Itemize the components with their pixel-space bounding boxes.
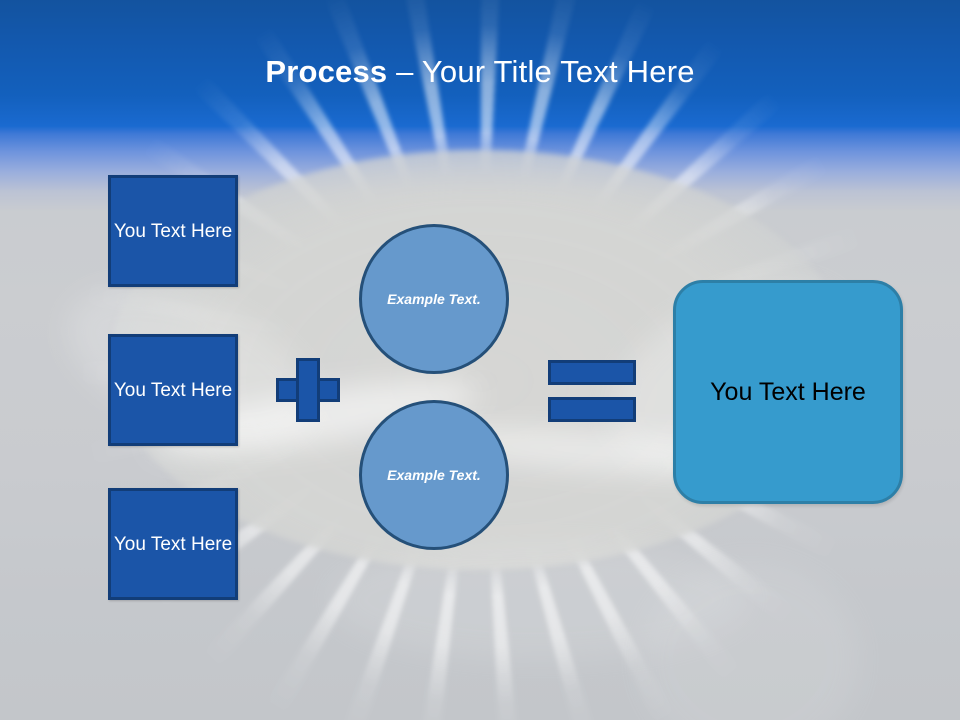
- input-box-3[interactable]: You Text Here: [108, 488, 238, 600]
- slide-title: Process – Your Title Text Here: [0, 52, 960, 92]
- input-box-1[interactable]: You Text Here: [108, 175, 238, 287]
- input-box-2[interactable]: You Text Here: [108, 334, 238, 446]
- result-box-label: You Text Here: [710, 378, 866, 406]
- background-wisp: [330, 540, 750, 660]
- example-circle-2-label: Example Text.: [387, 467, 481, 483]
- example-circle-1-label: Example Text.: [387, 291, 481, 307]
- slide-title-strong: Process: [265, 54, 388, 89]
- plus-icon-center-patch: [299, 381, 317, 399]
- example-circle-2[interactable]: Example Text.: [359, 400, 509, 550]
- background-wisp: [640, 560, 860, 720]
- equals-icon-top-bar: [548, 360, 636, 385]
- example-circle-1[interactable]: Example Text.: [359, 224, 509, 374]
- input-box-2-label: You Text Here: [113, 379, 233, 401]
- input-box-1-label: You Text Here: [113, 220, 233, 242]
- input-box-3-label: You Text Here: [113, 533, 233, 555]
- result-box[interactable]: You Text Here: [673, 280, 903, 504]
- plus-icon: [276, 358, 340, 422]
- equals-icon-bottom-bar: [548, 397, 636, 422]
- equals-icon: [548, 360, 636, 422]
- slide-title-rest: – Your Title Text Here: [387, 54, 695, 89]
